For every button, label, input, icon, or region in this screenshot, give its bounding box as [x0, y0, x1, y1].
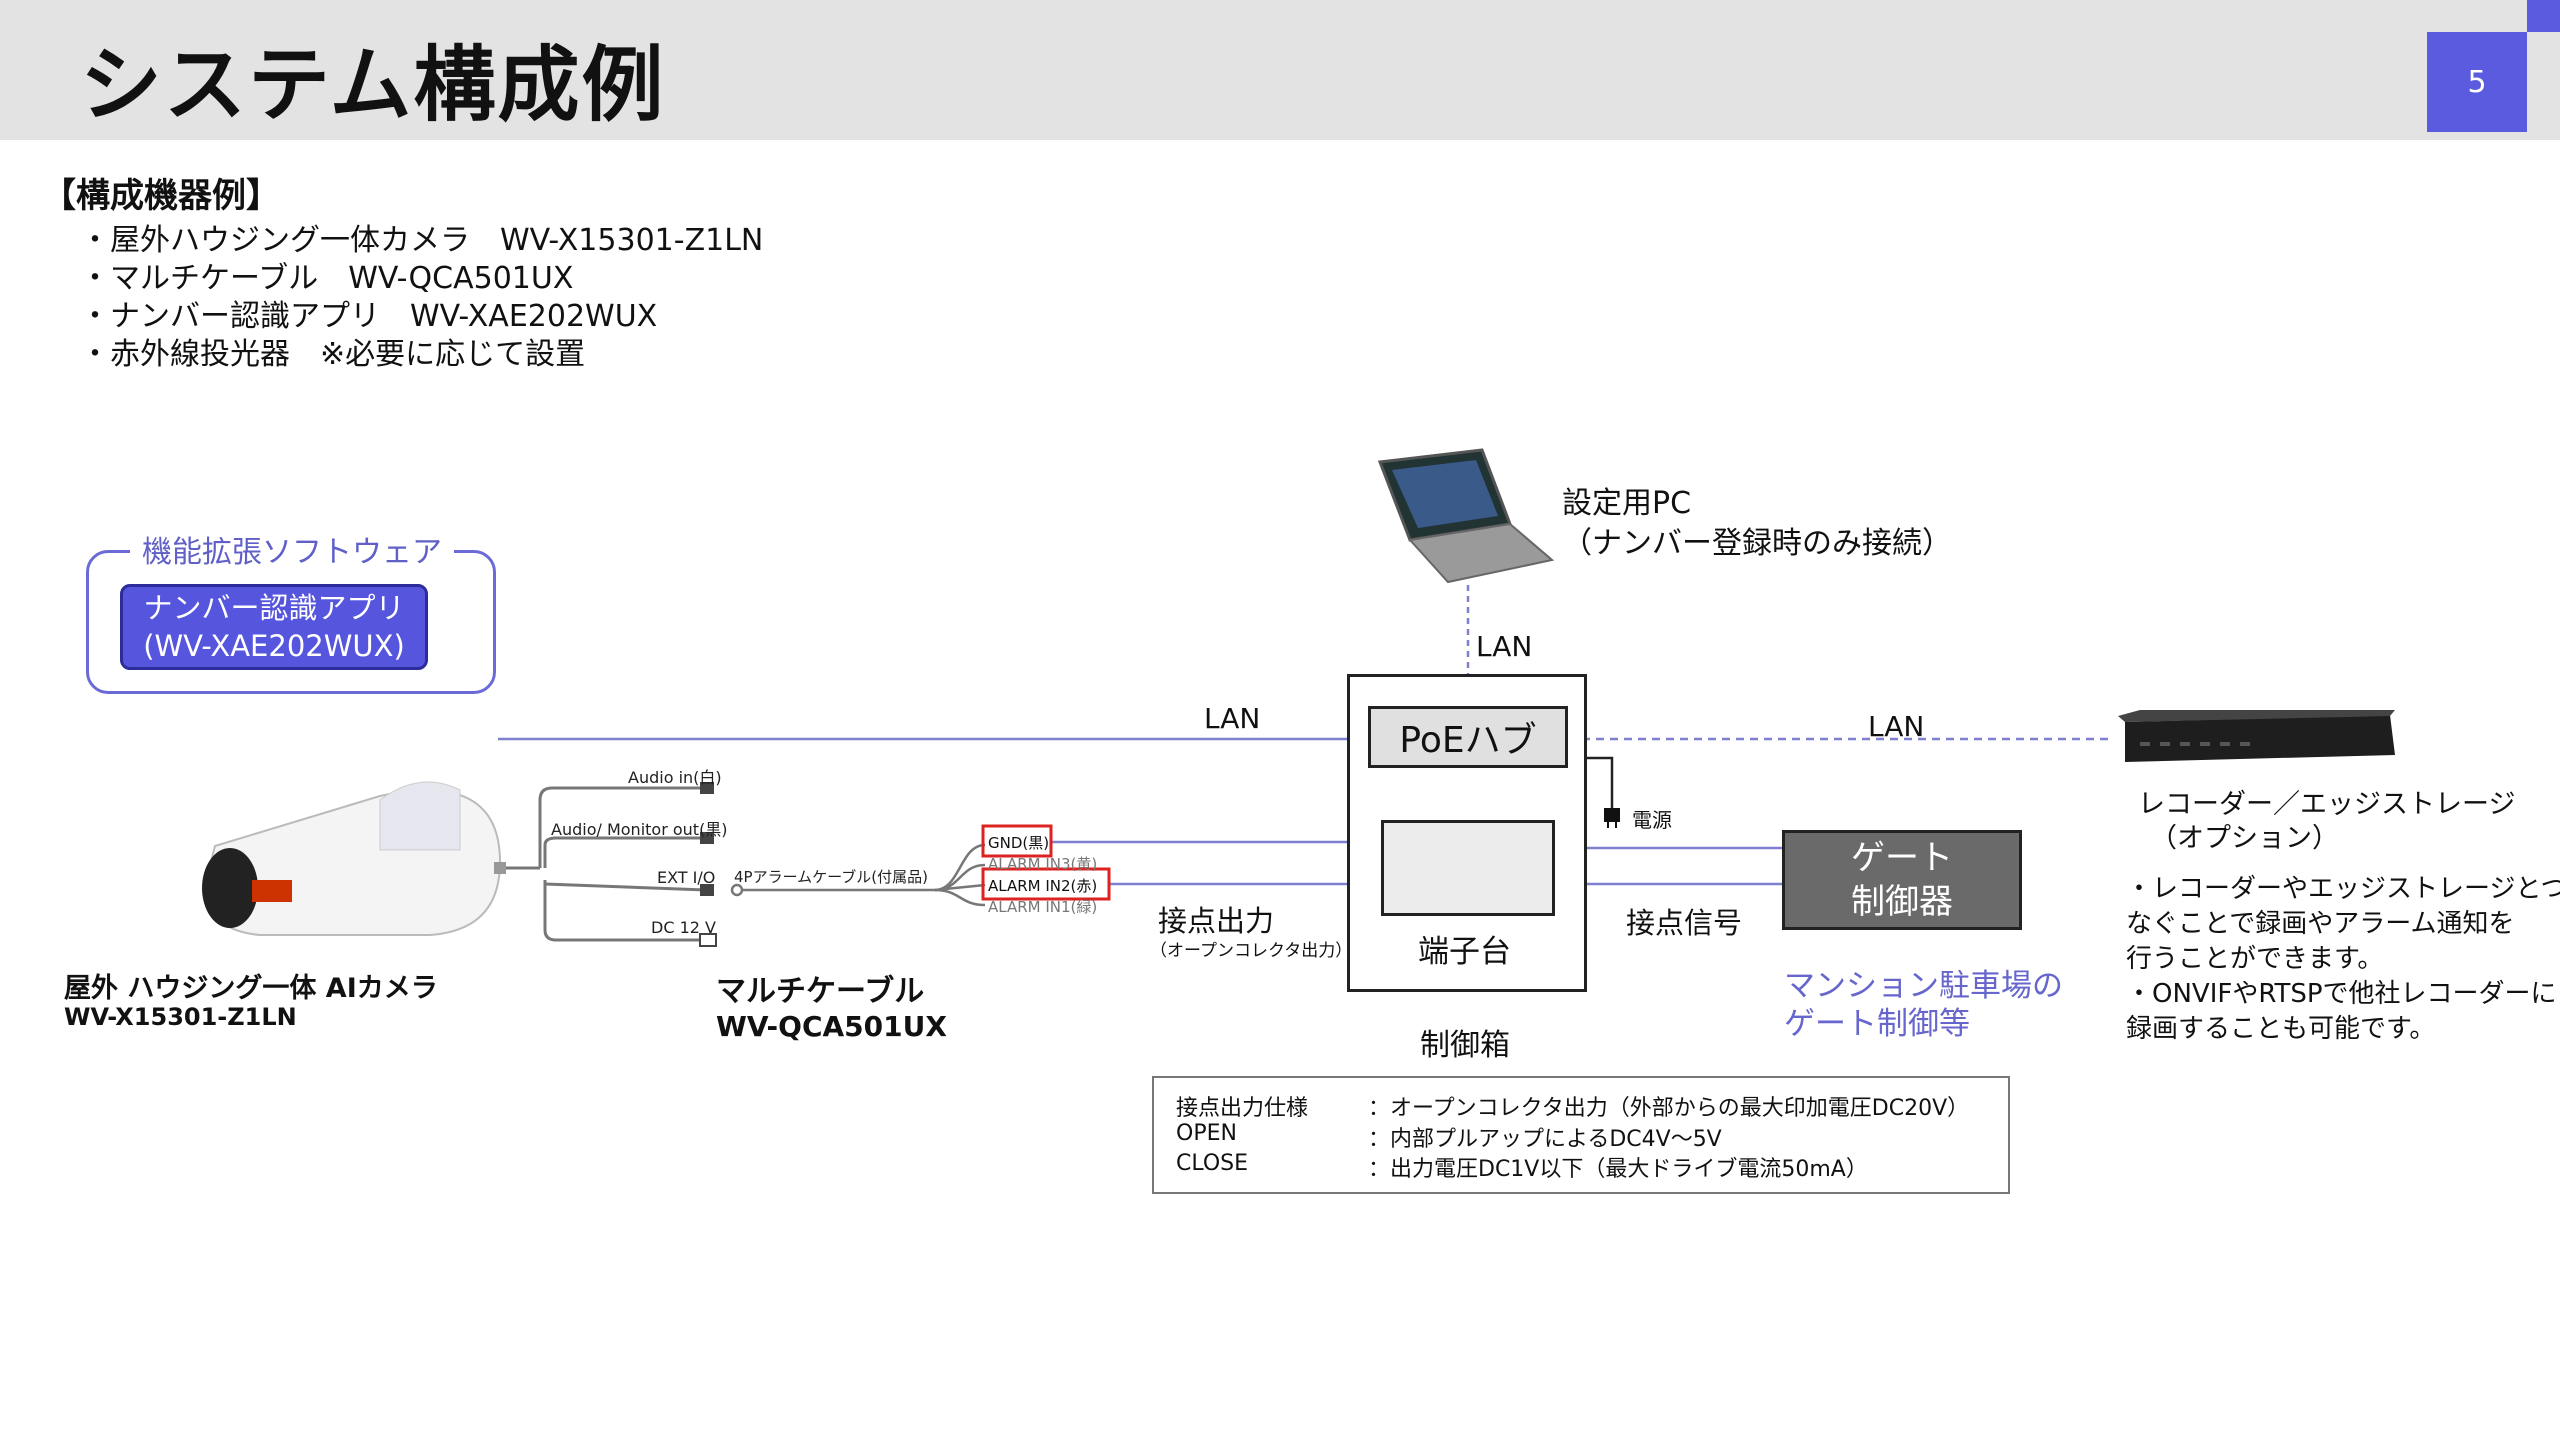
spec-value: ：オープンコレクタ出力（外部からの最大印加電圧DC20V） — [1368, 1096, 1970, 1121]
spec-key: 接点出力仕様 — [1176, 1096, 1309, 1121]
page-title: システム構成例 — [80, 38, 666, 133]
component-item: ・マルチケーブル WV-QCA501UX — [80, 261, 574, 296]
terminal-label: 端子台 — [1418, 934, 1511, 970]
cable-model: WV-QCA501UX — [716, 1010, 947, 1043]
alarm-wire-label: GND(黒) — [988, 834, 1050, 852]
contact-output-label: 接点出力 — [1158, 904, 1275, 938]
alarm-in2-highlight — [981, 867, 1111, 901]
alarm-wire-label: ALARM IN1(緑) — [988, 898, 1098, 916]
camera-icon — [202, 781, 506, 936]
connector-label: DC 12 V — [651, 918, 716, 937]
recorder-icon — [2118, 710, 2395, 762]
component-item: ・ナンバー認識アプリ WV-XAE202WUX — [80, 299, 658, 334]
cable-name: マルチケーブル — [716, 974, 925, 1009]
page-number: 5 — [2467, 64, 2487, 100]
power-plug — [1604, 808, 1620, 822]
software-group-label: 機能拡張ソフトウェア — [130, 527, 454, 571]
cable-connectors — [699, 782, 717, 947]
lan-label-right: LAN — [1868, 710, 1925, 743]
lan-label-top: LAN — [1476, 630, 1533, 663]
gnd-highlight — [981, 824, 1053, 858]
pc-label: 設定用PC — [1562, 486, 1692, 521]
contact-spec-box — [1152, 1076, 2010, 1194]
gate-location: マンション駐車場の — [1784, 968, 2063, 1004]
software-app-name: ナンバー認識アプリ — [143, 591, 405, 625]
recorder-note: 行うことができます。 — [2126, 944, 2384, 974]
lan-label-left: LAN — [1204, 702, 1261, 735]
spec-key: CLOSE — [1176, 1151, 1249, 1176]
alarm-wire-label: ALARM IN2(赤) — [988, 877, 1098, 895]
alarm-wire-label: ALARM IN3(黄) — [988, 855, 1098, 873]
recorder-note: ・ONVIFやRTSPで他社レコーダーに — [2126, 979, 2557, 1009]
camera-name: 屋外 ハウジング一体 AIカメラ — [64, 973, 438, 1004]
component-item: ・屋外ハウジング一体カメラ WV-X15301-Z1LN — [80, 223, 764, 258]
control-box-label: 制御箱 — [1420, 1028, 1510, 1063]
multi-cable-drawing — [500, 786, 707, 942]
page-number-badge: 5 — [2427, 32, 2527, 132]
contact-output-sub: （オープンコレクタ出力） — [1150, 941, 1353, 961]
contact-signal-label: 接点信号 — [1626, 906, 1743, 940]
alarm-cable-label: 4Pアラームケーブル(付属品) — [734, 868, 928, 886]
poe-hub: PoEハブ — [1368, 706, 1568, 768]
terminal-block — [1381, 820, 1555, 916]
connector-label: Audio/ Monitor out(黒) — [551, 820, 728, 839]
spec-value: ：内部プルアップによるDC4V～5V — [1368, 1127, 1722, 1152]
spec-key: OPEN — [1176, 1121, 1237, 1146]
laptop-icon — [1377, 448, 1555, 584]
recorder-option: （オプション） — [2150, 823, 2339, 854]
connector-label: Audio in(白) — [628, 768, 722, 787]
pc-label-note: （ナンバー登録時のみ接続） — [1562, 526, 1952, 561]
camera-model: WV-X15301-Z1LN — [64, 1003, 297, 1031]
software-app-model: (WV-XAE202WUX) — [143, 629, 405, 663]
recorder-note: なぐことで録画やアラーム通知を — [2126, 909, 2515, 939]
recorder-note: ・レコーダーやエッジストレージとつ — [2126, 874, 2560, 904]
gate-controller: ゲート 制御器 — [1782, 830, 2022, 930]
header-band — [0, 0, 2560, 140]
poe-hub-label: PoEハブ — [1399, 720, 1537, 761]
alarm-cable-drawing — [730, 843, 986, 907]
gate-label: 制御器 — [1851, 882, 1953, 922]
gate-label: ゲート — [1851, 838, 1953, 878]
software-app-box: ナンバー認識アプリ (WV-XAE202WUX) — [120, 584, 428, 670]
recorder-note: 録画することも可能です。 — [2126, 1014, 2436, 1044]
connector-label: EXT I/O — [657, 868, 716, 887]
recorder-label: レコーダー／エッジストレージ — [2138, 789, 2516, 820]
components-heading: 【構成機器例】 — [42, 176, 280, 216]
gate-location: ゲート制御等 — [1784, 1006, 1970, 1042]
power-label: 電源 — [1632, 808, 1672, 832]
corner-accent — [2527, 0, 2560, 32]
spec-value: ：出力電圧DC1V以下（最大ドライブ電流50mA） — [1368, 1157, 1868, 1182]
component-item: ・赤外線投光器 ※必要に応じて設置 — [80, 337, 586, 372]
